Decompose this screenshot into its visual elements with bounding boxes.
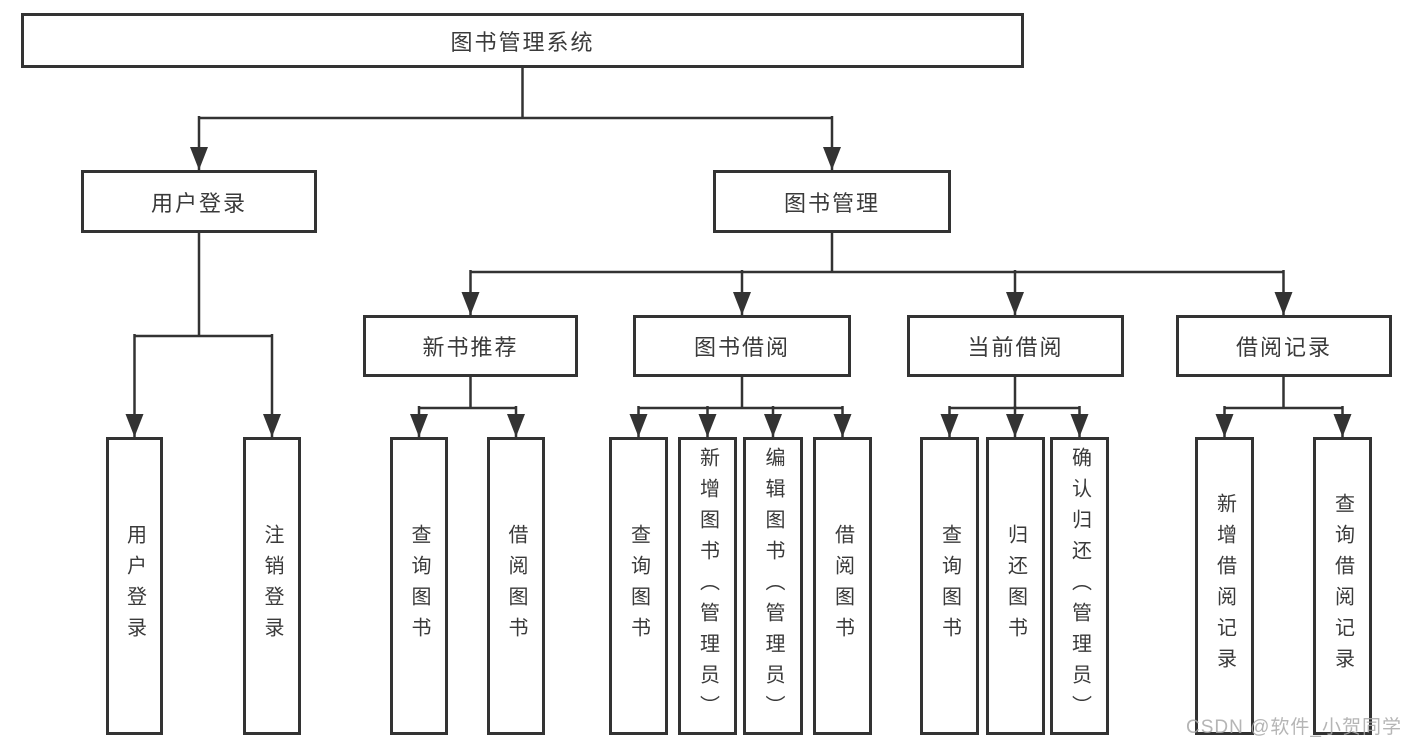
node-current-borrow: 当前借阅 (907, 315, 1124, 377)
node-new-book-recommend: 新书推荐 (363, 315, 578, 377)
node-user-login: 用户登录 (81, 170, 317, 233)
node-book-borrow: 图书借阅 (633, 315, 851, 377)
node-borrow-records: 借阅记录 (1176, 315, 1392, 377)
csdn-watermark: CSDN @软件_小贺同学 (1186, 717, 1402, 738)
leaf-borrow-query-books: 查询图书 (609, 437, 668, 735)
node-root-system: 图书管理系统 (21, 13, 1024, 68)
leaf-return-books: 归还图书 (986, 437, 1045, 735)
leaf-confirm-return-admin: 确认归还（管理员） (1050, 437, 1109, 735)
leaf-logout: 注销登录 (243, 437, 301, 735)
leaf-current-query-books: 查询图书 (920, 437, 979, 735)
leaf-add-books-admin: 新增图书（管理员） (678, 437, 737, 735)
leaf-edit-books-admin: 编辑图书（管理员） (743, 437, 803, 735)
leaf-borrow-books: 借阅图书 (813, 437, 872, 735)
leaf-add-borrow-record: 新增借阅记录 (1195, 437, 1254, 735)
node-book-management: 图书管理 (713, 170, 951, 233)
leaf-user-login: 用户登录 (106, 437, 163, 735)
leaf-recommend-borrow-books: 借阅图书 (487, 437, 545, 735)
leaf-recommend-query-books: 查询图书 (390, 437, 448, 735)
edge-group (125, 68, 1352, 437)
leaf-query-borrow-record: 查询借阅记录 (1313, 437, 1372, 735)
